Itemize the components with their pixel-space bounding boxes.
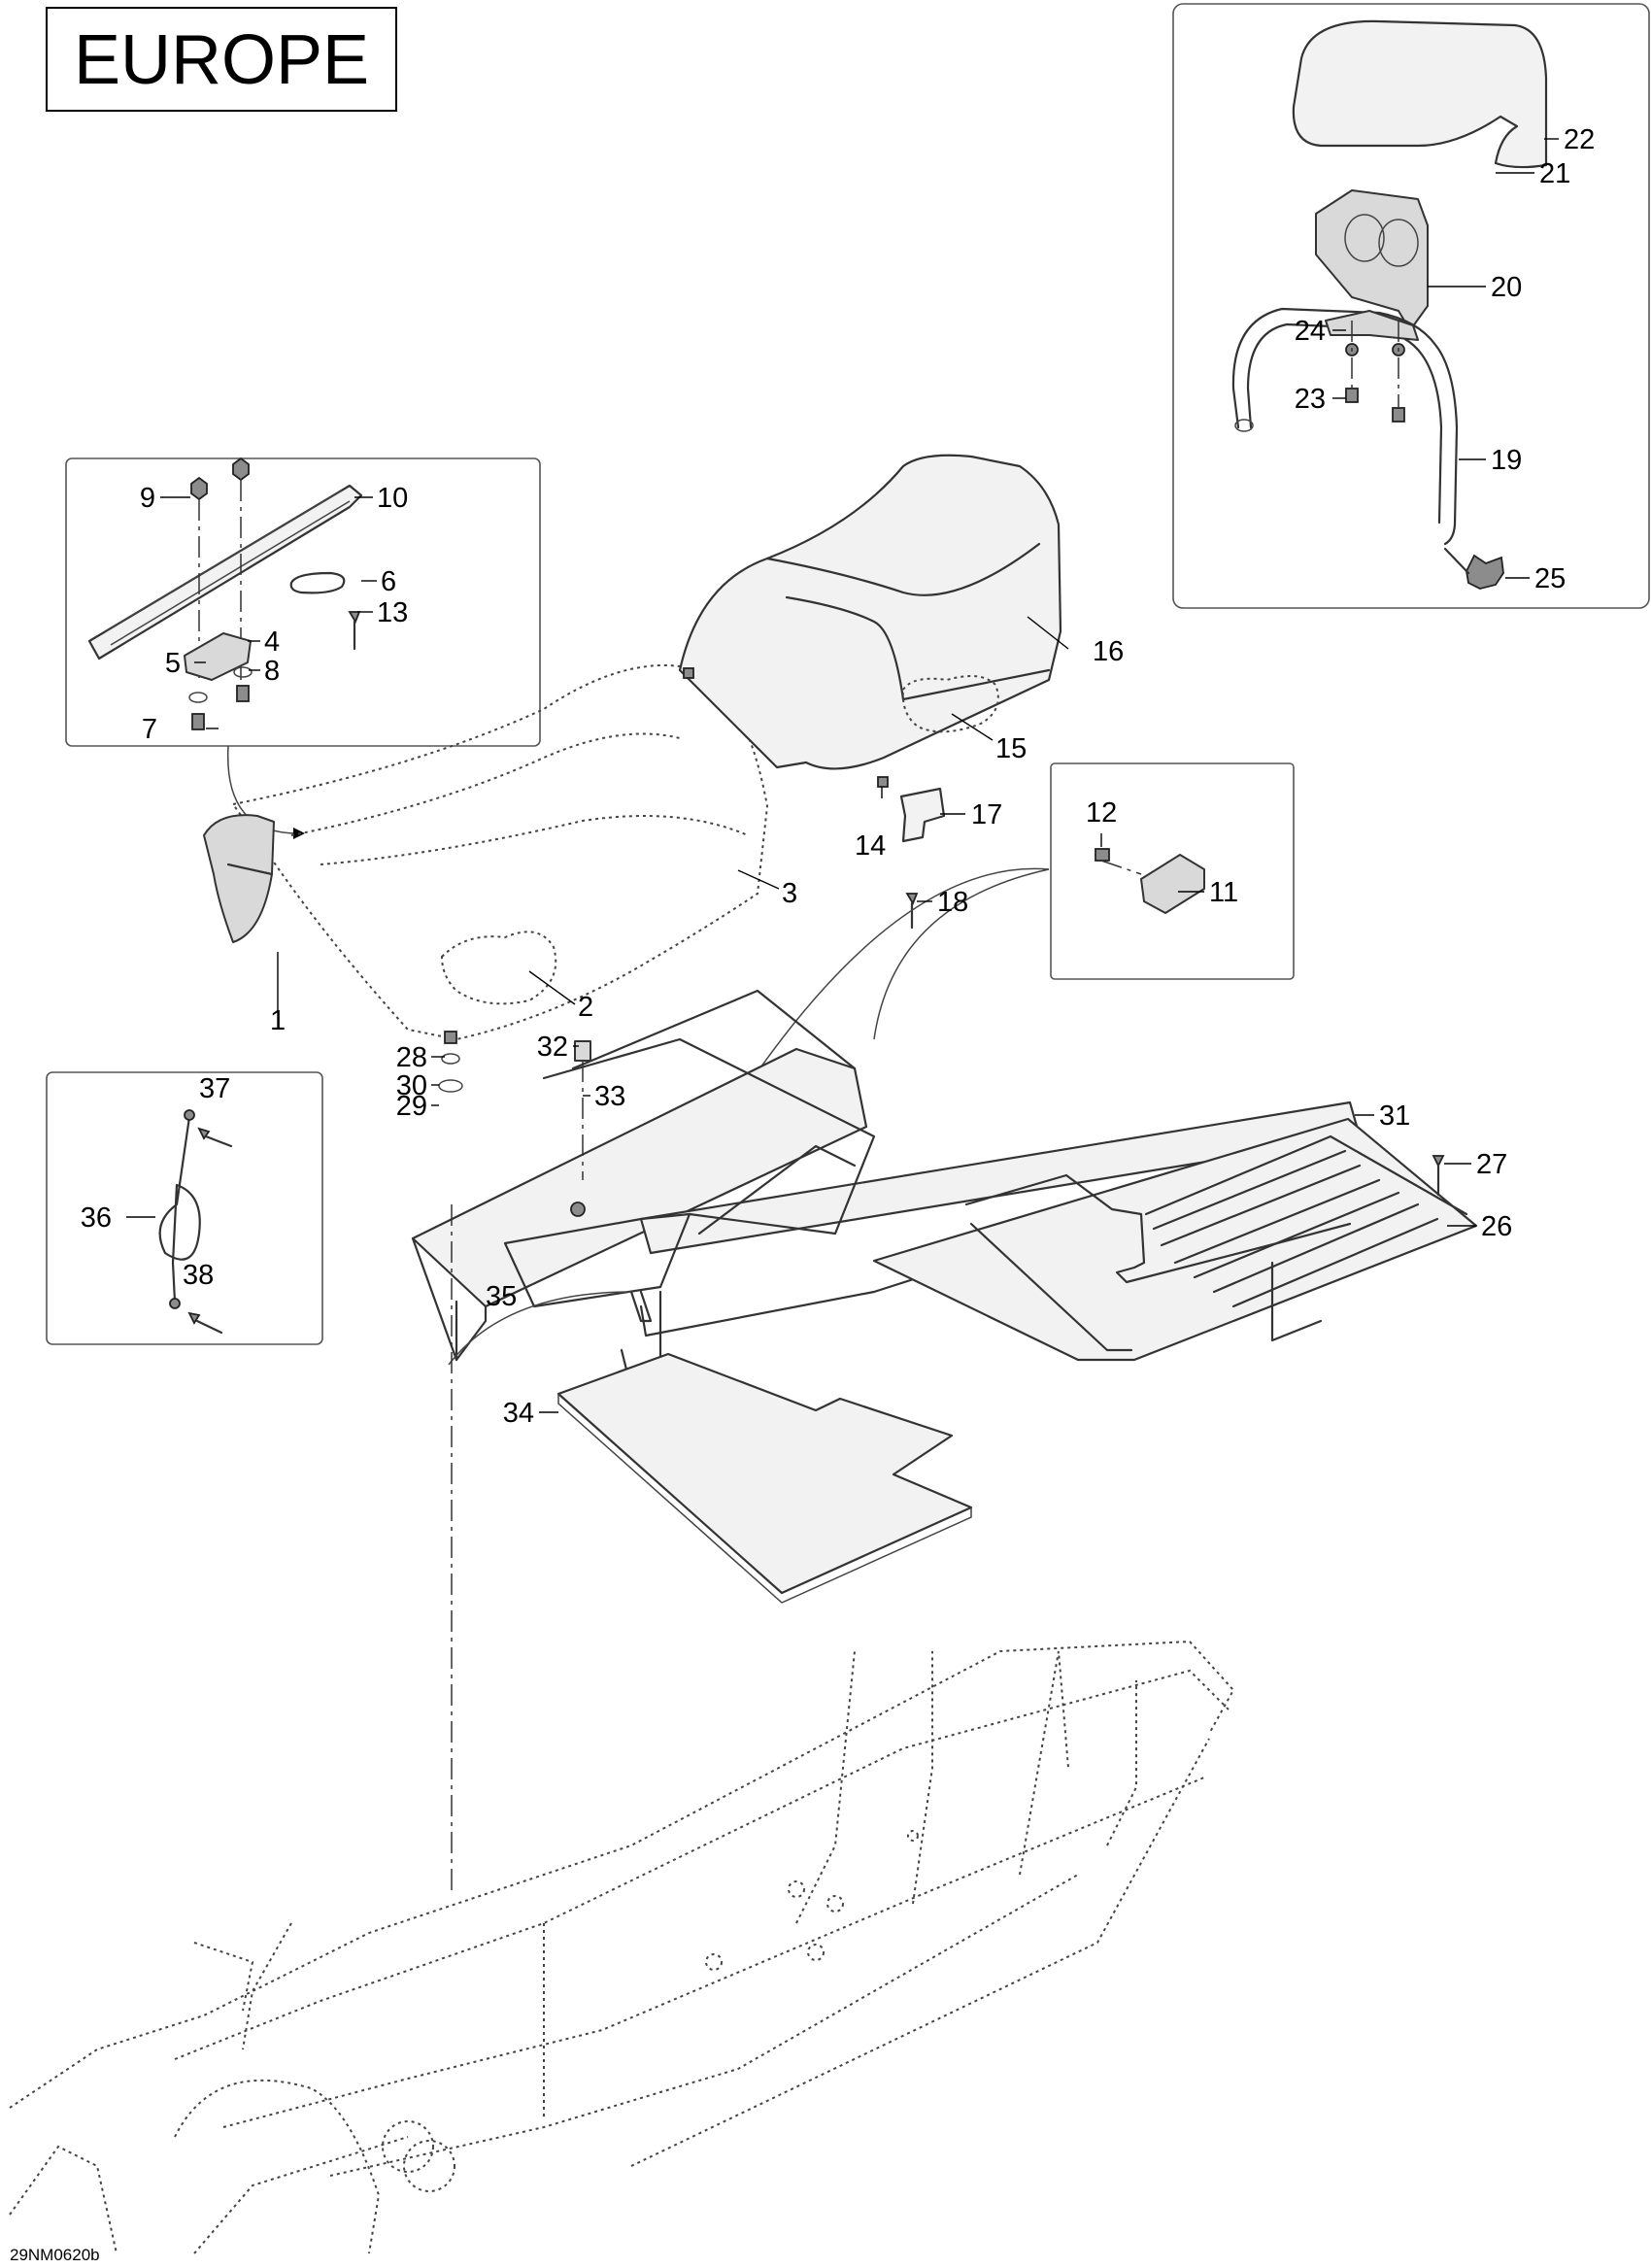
callout-21: 21 xyxy=(1539,158,1570,189)
floor-pad xyxy=(556,1352,973,1595)
inset-cable xyxy=(46,1071,323,1345)
callout-20: 20 xyxy=(1491,272,1522,303)
backrest-tube xyxy=(1231,307,1459,546)
callout-13: 13 xyxy=(377,597,408,628)
callout-1: 1 xyxy=(270,1005,286,1036)
callout-27: 27 xyxy=(1476,1149,1507,1180)
callout-16: 16 xyxy=(1093,636,1124,667)
callout-10: 10 xyxy=(377,483,408,514)
callout-17: 17 xyxy=(971,799,1002,830)
inset-latch xyxy=(65,457,541,747)
passenger-seat xyxy=(678,454,1062,930)
inset-hinge xyxy=(1050,762,1295,980)
callout-labels: 1 2 3 4 5 6 7 8 9 10 11 12 13 14 15 16 1… xyxy=(81,124,1596,1429)
page-title: EUROPE xyxy=(74,21,369,99)
callout-22: 22 xyxy=(1564,124,1595,155)
knob xyxy=(1466,554,1504,590)
callout-33: 33 xyxy=(594,1081,625,1112)
rider-seat xyxy=(203,664,769,1041)
storage-tray xyxy=(872,1117,1478,1362)
chassis xyxy=(9,1640,1235,2254)
callout-15: 15 xyxy=(995,733,1027,764)
storage-frame xyxy=(411,989,1362,1391)
leader-lines xyxy=(126,138,1559,1413)
seat-foam xyxy=(440,931,557,1005)
callout-9: 9 xyxy=(140,483,155,514)
tether-cable xyxy=(158,1115,201,1303)
title-box: EUROPE xyxy=(46,7,397,112)
callout-30: 30 xyxy=(396,1070,427,1101)
callout-28: 28 xyxy=(396,1042,427,1073)
latch-plate xyxy=(184,632,252,681)
callout-34: 34 xyxy=(503,1398,534,1429)
callout-29: 29 xyxy=(396,1091,427,1122)
latch-cable xyxy=(289,571,346,594)
callout-11: 11 xyxy=(1209,877,1238,908)
callout-7: 7 xyxy=(142,714,157,745)
callout-2: 2 xyxy=(578,992,593,1023)
callout-5: 5 xyxy=(165,648,181,679)
callout-14: 14 xyxy=(855,830,886,862)
callout-31: 31 xyxy=(1379,1100,1410,1132)
callout-19: 19 xyxy=(1491,445,1522,476)
callout-18: 18 xyxy=(937,887,968,918)
hinge xyxy=(1140,854,1205,914)
callout-24: 24 xyxy=(1295,316,1326,347)
callout-32: 32 xyxy=(537,1032,568,1063)
callout-26: 26 xyxy=(1481,1211,1512,1242)
callout-12: 12 xyxy=(1086,797,1117,829)
backrest-pad xyxy=(1292,19,1548,169)
callout-23: 23 xyxy=(1295,384,1326,415)
callout-35: 35 xyxy=(486,1281,517,1312)
drawing-reference: 29NM0620b xyxy=(10,2246,100,2264)
callout-38: 38 xyxy=(183,1260,214,1291)
callout-8: 8 xyxy=(264,656,280,687)
callout-4: 4 xyxy=(264,626,280,658)
inset-backrest xyxy=(1172,3,1650,609)
seat-front-cowl xyxy=(203,814,275,943)
callout-6: 6 xyxy=(381,566,396,597)
callout-25: 25 xyxy=(1534,563,1566,594)
callout-3: 3 xyxy=(782,878,797,909)
callout-37: 37 xyxy=(199,1073,230,1104)
callout-36: 36 xyxy=(81,1202,112,1234)
